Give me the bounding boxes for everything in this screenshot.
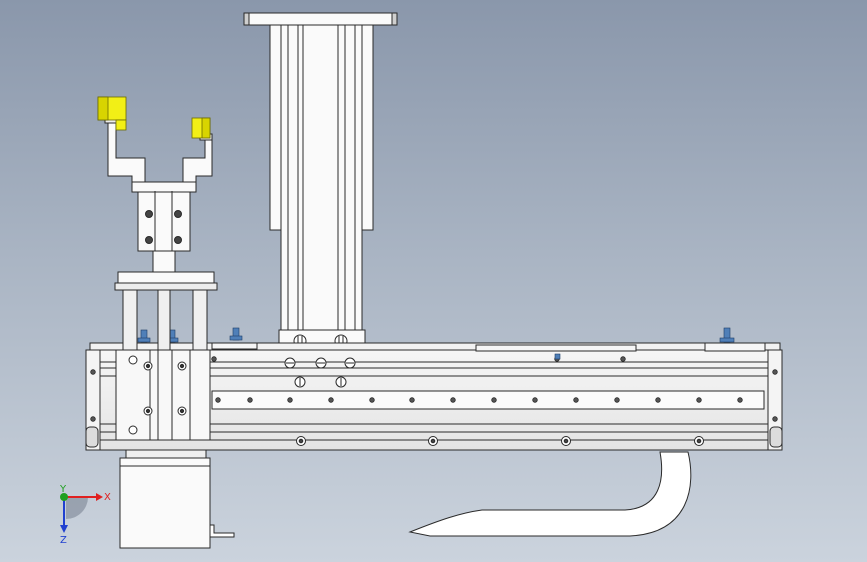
gripper-pin xyxy=(145,210,153,218)
motor-flange xyxy=(125,449,207,459)
screw xyxy=(491,397,497,403)
screw xyxy=(573,397,579,403)
screw xyxy=(211,356,217,362)
screw xyxy=(287,397,293,403)
x-axis-label: X xyxy=(104,492,111,503)
screw xyxy=(215,397,221,403)
gripper-neck xyxy=(152,249,176,273)
rod-top-plate xyxy=(117,271,215,284)
stepper-motor[interactable] xyxy=(119,449,235,549)
motor-body xyxy=(119,457,211,549)
vertical-column[interactable] xyxy=(243,12,398,351)
rail-top-block-left xyxy=(211,342,258,350)
lift-carriage xyxy=(115,349,211,441)
z-axis-arrow xyxy=(60,525,68,533)
rod-top-plate-lower xyxy=(114,282,218,291)
gripper-sensors xyxy=(97,96,211,139)
column-top-plate-cap-left xyxy=(243,12,250,26)
screw xyxy=(90,369,96,375)
screw xyxy=(247,397,253,403)
coordinate-triad: X Y Z xyxy=(59,484,111,546)
gripper-pin xyxy=(145,236,153,244)
rail-end-foot-right xyxy=(769,426,783,448)
blue-bolts xyxy=(137,327,735,360)
x-axis-arrow xyxy=(96,493,103,501)
screw xyxy=(90,416,96,422)
gripper-pin xyxy=(174,236,182,244)
cable-drag-chain xyxy=(408,451,692,537)
screw xyxy=(772,369,778,375)
z-axis-label: Z xyxy=(60,535,67,546)
screw xyxy=(614,397,620,403)
column-outer-left xyxy=(269,24,282,231)
screw xyxy=(772,416,778,422)
screw xyxy=(532,397,538,403)
column-body xyxy=(280,24,363,336)
bolt xyxy=(554,353,561,360)
sensor-tab-left xyxy=(115,119,127,131)
rail-bottom-bolts xyxy=(296,436,704,446)
gripper-body-top xyxy=(131,181,197,193)
rail-end-cap-left xyxy=(85,349,101,451)
triad-shadow xyxy=(66,497,88,519)
carriage-bolts xyxy=(284,357,356,388)
screw xyxy=(737,397,743,403)
y-axis-label: Y xyxy=(59,484,67,495)
lift-module[interactable] xyxy=(114,271,218,441)
motor-cable xyxy=(209,524,235,538)
column-outer-right xyxy=(361,24,374,231)
rail-top-block-center xyxy=(475,344,637,352)
finger-right xyxy=(182,133,213,183)
rail-end-foot-left xyxy=(85,426,99,448)
column-top-plate xyxy=(243,12,398,26)
finger-left xyxy=(107,121,146,183)
screw xyxy=(450,397,456,403)
rail-top-block-right xyxy=(704,342,766,352)
column-top-plate-cap-right xyxy=(391,12,398,26)
gripper-assembly[interactable] xyxy=(104,116,213,273)
screw xyxy=(369,397,375,403)
rail-end-cap-right xyxy=(767,349,783,451)
carriage-screw xyxy=(128,355,138,365)
carriage-screw xyxy=(128,425,138,435)
y-axis-point xyxy=(60,493,68,501)
screw xyxy=(409,397,415,403)
screw xyxy=(655,397,661,403)
rail-slot xyxy=(211,390,765,410)
screw xyxy=(328,397,334,403)
screw xyxy=(696,397,702,403)
screw xyxy=(620,356,626,362)
gripper-pin xyxy=(174,210,182,218)
